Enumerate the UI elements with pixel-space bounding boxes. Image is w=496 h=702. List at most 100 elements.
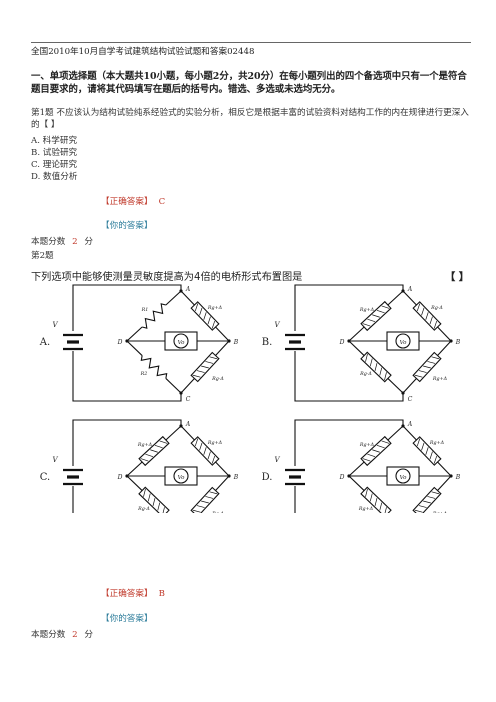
score-value: 2 [72, 630, 78, 640]
question-1-your-answer: 【你的答案】 [101, 221, 153, 231]
label-bottom-right: Rg-Δ [211, 511, 224, 513]
label-bottom-left: Rg-Δ [137, 506, 150, 512]
answer-value: B [158, 589, 165, 599]
diagram-letter: D. [262, 472, 273, 483]
node-label-a: A [407, 421, 413, 428]
node-label-b: B [455, 474, 461, 481]
node-dot [347, 474, 351, 478]
voltmeter-label: Vo [178, 340, 185, 346]
node-label-b: B [233, 474, 239, 481]
resistor-bottom-left [360, 351, 392, 383]
node-label-d: D [339, 339, 345, 346]
voltmeter [395, 468, 411, 484]
label-top-right: Rg+Δ [429, 440, 444, 446]
diagram-letter: C. [40, 472, 50, 483]
question-2-bracket: 【 】 [445, 272, 469, 283]
node-dot [227, 474, 231, 478]
node-dot [179, 424, 183, 428]
node-dot [227, 339, 231, 343]
label-bottom-right: Rg+Δ [432, 376, 447, 382]
voltage-label: V [52, 456, 58, 464]
resistor-bottom-right [190, 486, 220, 513]
voltmeter-label: Vo [178, 475, 185, 481]
answer-label: 【正确答案】 [101, 589, 153, 599]
voltmeter [173, 333, 189, 349]
section-heading: 一、单项选择题（本大题共10小题，每小题2分，共20分）在每小题列出的四个备选项… [31, 71, 467, 95]
label-bottom-right: Rg+Δ [432, 511, 447, 513]
node-dot [179, 391, 183, 395]
score-unit: 分 [84, 237, 93, 247]
question-1-option-b: B. 试验研究 [31, 148, 78, 158]
node-label-d: D [339, 474, 345, 481]
label-bottom-right: Rg-Δ [211, 376, 224, 382]
label-bottom-left: R2 [140, 371, 148, 377]
resistor-bottom-right [412, 351, 442, 383]
question-2-number: 第2题 [31, 251, 54, 261]
resistor-top-left [138, 435, 170, 467]
node-label-b: B [455, 339, 461, 346]
node-dot [449, 339, 453, 343]
resistor-top-right [190, 436, 220, 466]
node-label-c: C [186, 396, 191, 403]
question-2-score: 本题分数 2 分 [31, 628, 93, 640]
node-dot [125, 474, 129, 478]
question-1-option-d: D. 数值分析 [31, 172, 78, 182]
question-2-your-answer: 【你的答案】 [101, 614, 153, 624]
answer-value: C [158, 197, 166, 207]
question-1-text: 第1题 不应该认为结构试验纯系经验式的实验分析，相反它是根据丰富的试验资料对结构… [31, 108, 469, 130]
question-2-correct-answer: 【正确答案】 B [101, 587, 165, 599]
resistor-top-right [412, 436, 442, 466]
resistor-bottom-right [190, 351, 220, 383]
label-bottom-left: Rg+Δ [358, 506, 373, 512]
resistor-top-left [360, 435, 392, 467]
voltmeter-label: Vo [400, 340, 407, 346]
diagram-letter: A. [39, 337, 50, 348]
voltage-label: V [52, 321, 58, 329]
node-dot [449, 474, 453, 478]
node-label-a: A [185, 421, 191, 428]
voltage-label: V [274, 456, 280, 464]
node-dot [401, 289, 405, 293]
label-top-right: Rg+Δ [207, 440, 222, 446]
score-label: 本题分数 [31, 237, 66, 247]
question-1-option-a: A. 科学研究 [31, 136, 78, 146]
resistor-bottom-left [138, 486, 170, 513]
node-dot [347, 339, 351, 343]
node-label-a: A [185, 286, 191, 293]
voltmeter [173, 468, 189, 484]
node-label-b: B [233, 339, 239, 346]
label-top-left: R1 [141, 307, 149, 313]
question-1-option-c: C. 理论研究 [31, 160, 78, 170]
voltmeter [395, 333, 411, 349]
resistor-top-left [141, 303, 167, 329]
resistor-bottom-right [412, 486, 442, 513]
label-top-left: Rg+Δ [359, 307, 374, 313]
score-unit: 分 [84, 630, 93, 640]
score-label: 本题分数 [31, 630, 66, 640]
header-rule [31, 42, 471, 43]
resistor-top-right [412, 301, 442, 331]
score-value: 2 [72, 237, 78, 247]
node-label-c: C [408, 396, 413, 403]
label-top-left: Rg+Δ [359, 442, 374, 448]
question-1-score: 本题分数 2 分 [31, 235, 93, 247]
resistor-top-right [190, 301, 220, 331]
resistor-bottom-left [360, 486, 392, 513]
voltage-label: V [274, 321, 280, 329]
label-top-right: Rg-Δ [430, 305, 443, 311]
node-dot [125, 339, 129, 343]
doc-title: 全国2010年10月自学考试建筑结构试验试题和答案02448 [31, 47, 255, 57]
question-1-correct-answer: 【正确答案】 C [101, 195, 165, 207]
resistor-top-left [360, 300, 392, 332]
resistor-bottom-left [140, 355, 168, 379]
node-dot [401, 391, 405, 395]
node-dot [401, 424, 405, 428]
answer-label: 【正确答案】 [101, 197, 153, 207]
voltmeter-label: Vo [400, 475, 407, 481]
label-bottom-left: Rg-Δ [359, 371, 372, 377]
label-top-left: Rg+Δ [137, 442, 152, 448]
